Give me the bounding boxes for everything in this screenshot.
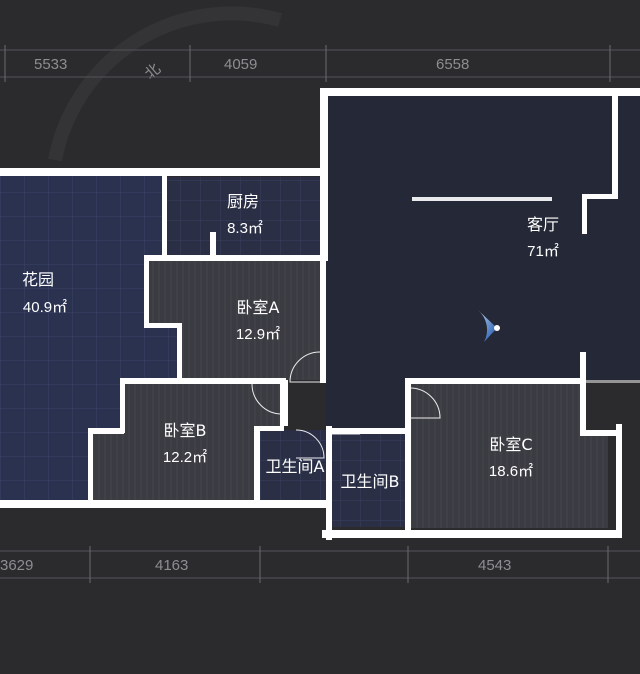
- wall: [612, 88, 618, 198]
- room-name-bedroom-c: 卧室C: [489, 435, 532, 454]
- room-labels: 花园 40.9㎡ 厨房 8.3㎡ 客厅 71㎡ 卧室A 12.9㎡ 卧室B 12…: [22, 192, 559, 491]
- bedroom-a-floor: [148, 260, 323, 380]
- wall: [320, 258, 326, 383]
- compass-arc: [48, 6, 282, 162]
- dim-top-2: 4059: [224, 56, 257, 73]
- room-area-garden: 40.9㎡: [23, 299, 67, 316]
- kitchen-floor: [167, 177, 324, 257]
- dimension-lines-bottom: 3629 4163 4543: [0, 546, 640, 583]
- room-name-bedroom-b: 卧室B: [164, 421, 207, 440]
- bathroom-b-floor: [331, 433, 407, 527]
- wall: [254, 426, 284, 431]
- dim-bottom-2: 4163: [155, 557, 188, 574]
- wall: [144, 323, 182, 328]
- bedroom-c-floor: [410, 383, 608, 528]
- wall: [412, 197, 552, 201]
- room-name-bathroom-b: 卫生间B: [341, 472, 400, 491]
- compass: 北: [48, 6, 282, 162]
- wall: [326, 426, 332, 540]
- dimension-lines-top: 5533 4059 6558: [0, 45, 640, 82]
- wall: [616, 424, 622, 538]
- garden-floor: [0, 175, 178, 505]
- wall: [582, 194, 618, 199]
- wall: [88, 428, 93, 508]
- wall: [144, 255, 328, 261]
- wall: [405, 380, 411, 535]
- room-name-bathroom-a: 卫生间A: [266, 457, 325, 476]
- dim-bottom-1: 3629: [0, 557, 33, 574]
- wall: [210, 232, 216, 258]
- wall: [120, 378, 286, 384]
- wall: [162, 168, 167, 258]
- wall: [254, 426, 260, 506]
- compass-north-label: 北: [142, 60, 164, 83]
- wall: [88, 428, 124, 434]
- wall: [120, 378, 125, 433]
- room-name-living: 客厅: [527, 215, 559, 234]
- room-name-garden: 花园: [22, 270, 54, 289]
- room-area-bedroom-a: 12.9㎡: [236, 326, 280, 343]
- room-name-bedroom-a: 卧室A: [237, 298, 280, 317]
- room-area-kitchen: 8.3㎡: [227, 220, 263, 237]
- room-area-bedroom-b: 12.2㎡: [163, 449, 207, 466]
- wall: [580, 430, 622, 436]
- dim-bottom-3: 4543: [478, 557, 511, 574]
- wall: [580, 352, 586, 436]
- wall: [0, 500, 330, 508]
- wall: [144, 255, 149, 327]
- doors: [251, 351, 441, 459]
- dim-top-1: 5533: [34, 56, 67, 73]
- door-bathroom-a: [295, 429, 325, 459]
- wall: [586, 380, 640, 383]
- door-bedroom-c: [409, 387, 441, 419]
- wall: [322, 530, 622, 538]
- wall: [280, 380, 288, 426]
- view-cone-icon: [478, 310, 497, 342]
- dim-top-3: 6558: [436, 56, 469, 73]
- living-room-floor: [320, 94, 640, 430]
- floors: [0, 94, 640, 528]
- wall: [326, 428, 410, 434]
- walls: [0, 88, 640, 540]
- bedroom-b-floor: [93, 383, 280, 500]
- bathroom-a-floor: [260, 430, 326, 500]
- wall: [177, 323, 182, 383]
- door-bedroom-b: [251, 383, 283, 415]
- wall: [405, 378, 586, 384]
- wall: [582, 194, 587, 234]
- room-area-bedroom-c: 18.6㎡: [489, 463, 533, 480]
- room-name-kitchen: 厨房: [227, 192, 259, 211]
- door-bedroom-a: [289, 351, 321, 383]
- view-point-dot: [494, 325, 500, 331]
- wall: [320, 88, 640, 96]
- room-area-living: 71㎡: [527, 243, 559, 260]
- viewpoint-marker[interactable]: [478, 310, 500, 342]
